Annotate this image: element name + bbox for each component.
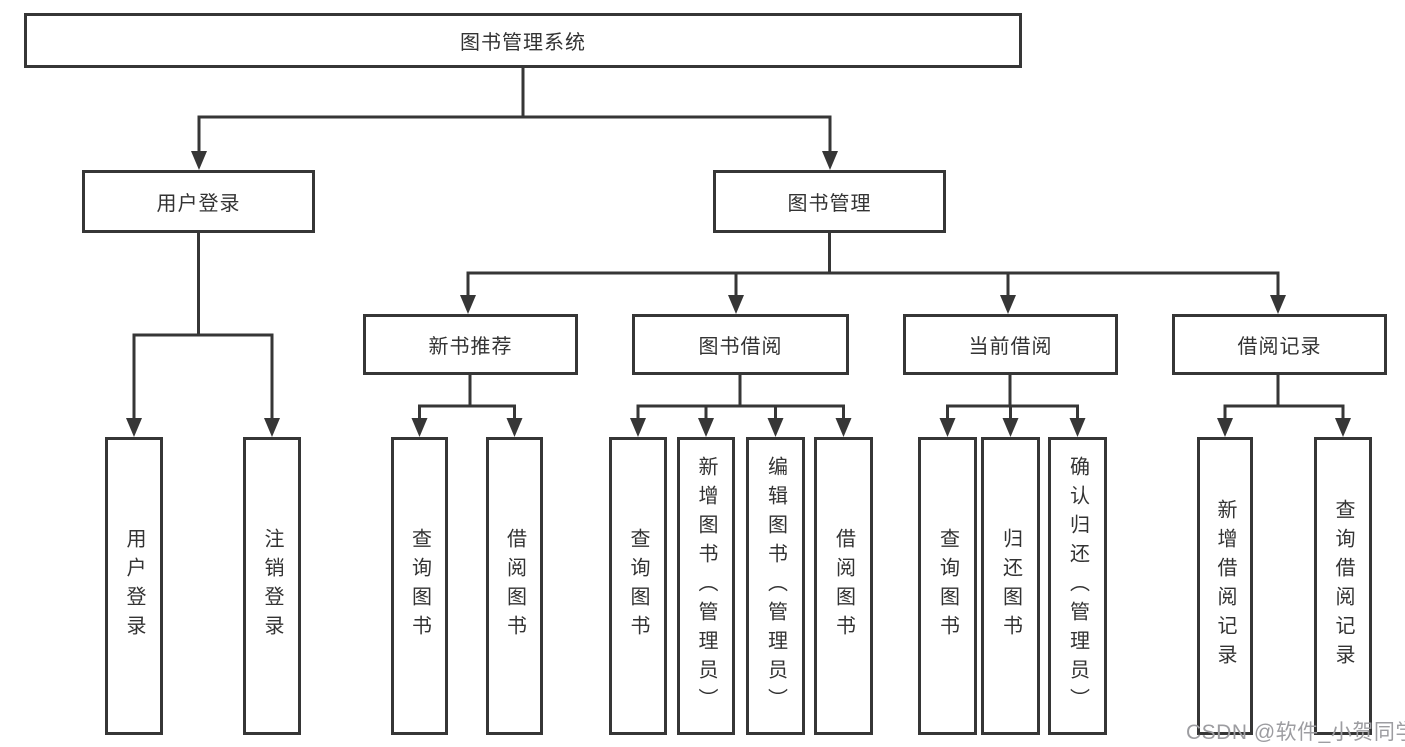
leaf-label: 编辑图书（管理员）: [764, 455, 787, 717]
node-borrow-records: 借阅记录: [1172, 314, 1387, 375]
node-new-book-recommend: 新书推荐: [363, 314, 578, 375]
leaf-edit-book-admin: 编辑图书（管理员）: [746, 437, 805, 735]
node-user-login: 用户登录: [82, 170, 315, 233]
leaf-label: 借阅图书: [832, 528, 855, 644]
node-label: 借阅记录: [1237, 336, 1322, 358]
leaf-user-login: 用户登录: [105, 437, 163, 735]
leaf-borrow-books: 借阅图书: [814, 437, 873, 735]
leaf-label: 用户登录: [123, 528, 145, 644]
leaf-add-borrow-record: 新增借阅记录: [1197, 437, 1253, 735]
leaf-label: 查询图书: [627, 528, 649, 644]
leaf-query-books-borrow: 查询图书: [609, 437, 667, 735]
node-current-borrow: 当前借阅: [903, 314, 1118, 375]
leaf-label: 新增图书（管理员）: [695, 455, 717, 717]
leaf-label: 新增借阅记录: [1214, 499, 1236, 673]
node-label: 用户登录: [156, 193, 241, 215]
leaf-label: 确认归还（管理员）: [1066, 455, 1089, 717]
leaf-query-books-current: 查询图书: [918, 437, 977, 735]
leaf-return-book: 归还图书: [981, 437, 1040, 735]
node-label: 图书借阅: [698, 336, 783, 358]
leaf-label: 查询图书: [408, 528, 431, 644]
leaf-add-book-admin: 新增图书（管理员）: [677, 437, 735, 735]
leaf-label: 查询借阅记录: [1332, 499, 1354, 673]
leaf-label: 借阅图书: [503, 528, 526, 644]
leaf-logout: 注销登录: [243, 437, 301, 735]
node-book-management: 图书管理: [713, 170, 946, 233]
csdn-watermark: CSDN @软件_小贺同学: [1186, 721, 1405, 744]
node-label: 图书管理: [787, 193, 872, 215]
node-label: 当前借阅: [968, 336, 1053, 358]
leaf-label: 归还图书: [999, 528, 1022, 644]
node-book-borrow: 图书借阅: [632, 314, 849, 375]
leaf-confirm-return-admin: 确认归还（管理员）: [1048, 437, 1107, 735]
node-label: 新书推荐: [428, 336, 513, 358]
leaf-query-books-recommend: 查询图书: [391, 437, 448, 735]
node-library-management-system: 图书管理系统: [24, 13, 1022, 68]
leaf-label: 注销登录: [261, 528, 283, 644]
node-label: 图书管理系统: [460, 32, 586, 54]
leaf-label: 查询图书: [936, 528, 959, 644]
leaf-borrow-books-recommend: 借阅图书: [486, 437, 543, 735]
leaf-query-borrow-record: 查询借阅记录: [1314, 437, 1372, 735]
